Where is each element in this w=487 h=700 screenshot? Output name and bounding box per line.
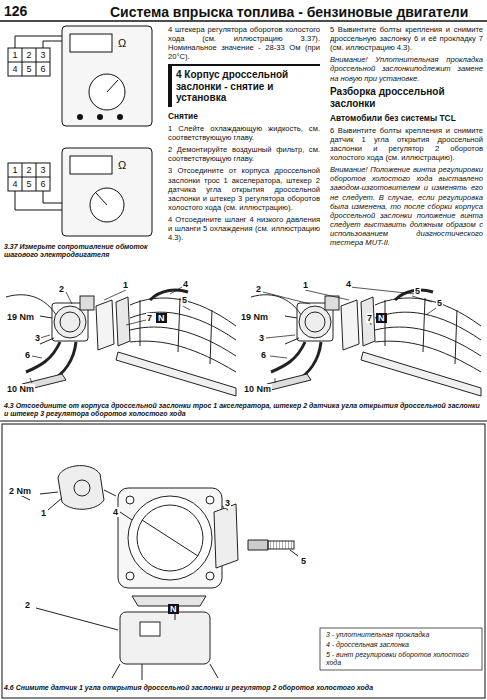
subheading: Снятие [168, 111, 320, 121]
paragraph: 5 Вывинтите болты крепления и снимите др… [330, 25, 483, 52]
section-heading: 4 Корпус дроссельной заслонки - снятие и… [176, 69, 316, 104]
pin-number: 3 [36, 165, 50, 175]
section-heading-box: 4 Корпус дроссельной заслонки - снятие и… [168, 64, 320, 107]
figure-caption: 3.37 Измерьте сопротивление обмоток шаго… [4, 243, 162, 259]
key-text: 3 - уплотнительная прокладка [326, 631, 478, 639]
page-number: 126 [4, 3, 27, 19]
new-part-mark: N [376, 313, 387, 323]
callout-number: 6 [260, 350, 267, 360]
text-column: 4 штекера регулятора оборотов холостого … [168, 25, 320, 245]
pin-number: 3 [36, 50, 50, 60]
ohm-symbol: Ω [118, 159, 126, 172]
callout-number: 5 [300, 556, 307, 566]
callout-number: 10 Nm [6, 384, 35, 394]
key-text: 5 - винт регулировки оборотов холостого … [326, 651, 478, 667]
pin-number: 6 [36, 64, 50, 74]
paragraph: 6 Вывинтите болты крепления и снимите да… [330, 126, 483, 162]
pin-number: 4 [8, 179, 22, 189]
paragraph: 1 Слейте охлаждающую жидкость, см. соотв… [168, 124, 320, 142]
callout-number: 2 [255, 284, 262, 294]
pin-number: 1 [8, 50, 22, 60]
callout-number: 4 [345, 279, 352, 289]
new-part-mark: N [156, 313, 167, 323]
warning-note: Внимание! Уплотнительная прокладка дросс… [330, 55, 483, 82]
pin-number: 6 [36, 179, 50, 189]
callout-number: 19 Nm [240, 312, 269, 322]
subheading: Разборка дроссельной заслонки [330, 86, 483, 110]
callout-number: 1 [40, 508, 47, 518]
callout-number: 5 [181, 295, 188, 305]
pin-number: 5 [22, 179, 36, 189]
paragraph: 4 штекера регулятора оборотов холостого … [168, 25, 320, 61]
paragraph: 4 Отсоедините шланг 4 низкого давления и… [168, 215, 320, 242]
pin-number: 4 [8, 64, 22, 74]
pin-number: 2 [22, 165, 36, 175]
callout-number: 1 [122, 280, 129, 290]
subheading: Автомобили без системы TCL [330, 113, 483, 123]
callout-number: 7 [366, 313, 373, 323]
callout-number: 4 [112, 507, 119, 517]
callout-number: 5 [436, 298, 443, 308]
paragraph: 2 Демонтируйте воздушный фильтр, см. соо… [168, 145, 320, 163]
callout-number: 1 [302, 280, 309, 290]
callout-number: 2 [24, 600, 31, 610]
callout-number: 7 [146, 313, 153, 323]
ohm-symbol: Ω [118, 37, 126, 50]
callout-number: 5 [414, 286, 421, 296]
warning-note: Внимание! Положение винта регулировки об… [330, 165, 483, 247]
callout-number: 6 [24, 350, 31, 360]
figure-caption: 4.3 Отсоедините от корпуса дроссельной з… [4, 402, 482, 418]
callout-number: 2 Nm [8, 486, 32, 496]
callout-number: 2 [58, 284, 65, 294]
pin-number: 2 [22, 50, 36, 60]
new-part-mark: N [168, 604, 179, 614]
callout-number: 19 Nm [6, 312, 35, 322]
pin-number: 1 [8, 165, 22, 175]
callout-number: 4 [182, 279, 189, 289]
key-text: 4 - дроссельная заслонка [326, 641, 478, 649]
callout-number: 3 [258, 333, 265, 343]
callout-number: 3 [34, 333, 41, 343]
figure-caption: 4.6 Снимите датчик 1 угла открытия дросс… [4, 684, 482, 692]
pin-number: 5 [22, 64, 36, 74]
page-title: Система впрыска топлива - бензиновые дви… [110, 4, 468, 20]
callout-number: 10 Nm [243, 384, 272, 394]
callout-number: 3 [224, 498, 231, 508]
paragraph: 3 Отсоедините от корпуса дроссельной зас… [168, 166, 320, 212]
text-column: 5 Вывинтите болты крепления и снимите др… [330, 25, 483, 250]
